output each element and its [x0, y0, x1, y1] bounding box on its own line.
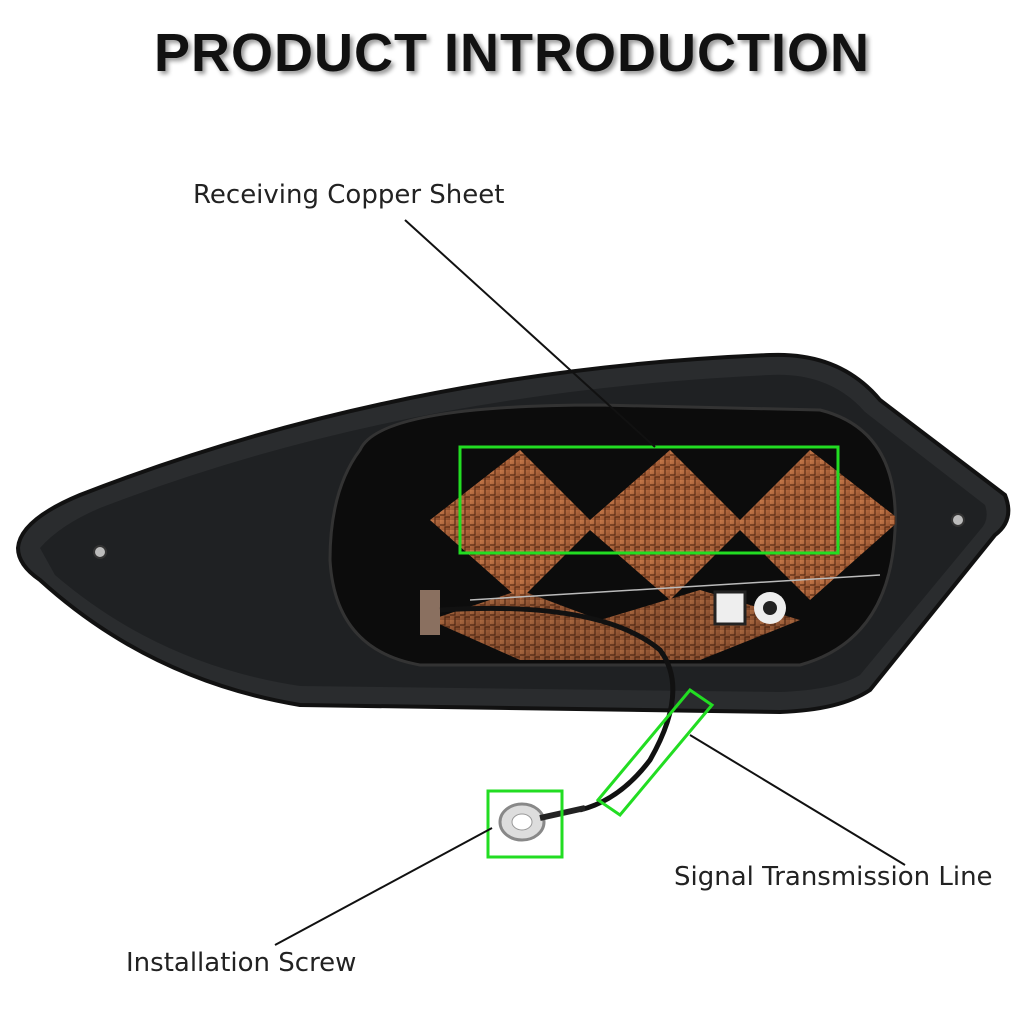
- page-title: PRODUCT INTRODUCTION: [154, 23, 870, 83]
- leader-signal: [689, 734, 906, 866]
- label-installation-screw: Installation Screw: [126, 948, 357, 978]
- copper-sheet: [420, 450, 896, 660]
- screw-highlight-box: [486, 789, 564, 859]
- label-signal-transmission-line: Signal Transmission Line: [674, 862, 993, 892]
- screw-right-icon: [951, 513, 965, 527]
- leader-copper: [404, 219, 656, 448]
- signal-cable: [439, 605, 676, 813]
- label-receiving-copper-sheet: Receiving Copper Sheet: [193, 180, 505, 210]
- copper-highlight-box: [458, 445, 840, 555]
- leader-screw: [274, 827, 493, 946]
- cable-highlight-box: [595, 687, 715, 818]
- screw-left-icon: [93, 545, 107, 559]
